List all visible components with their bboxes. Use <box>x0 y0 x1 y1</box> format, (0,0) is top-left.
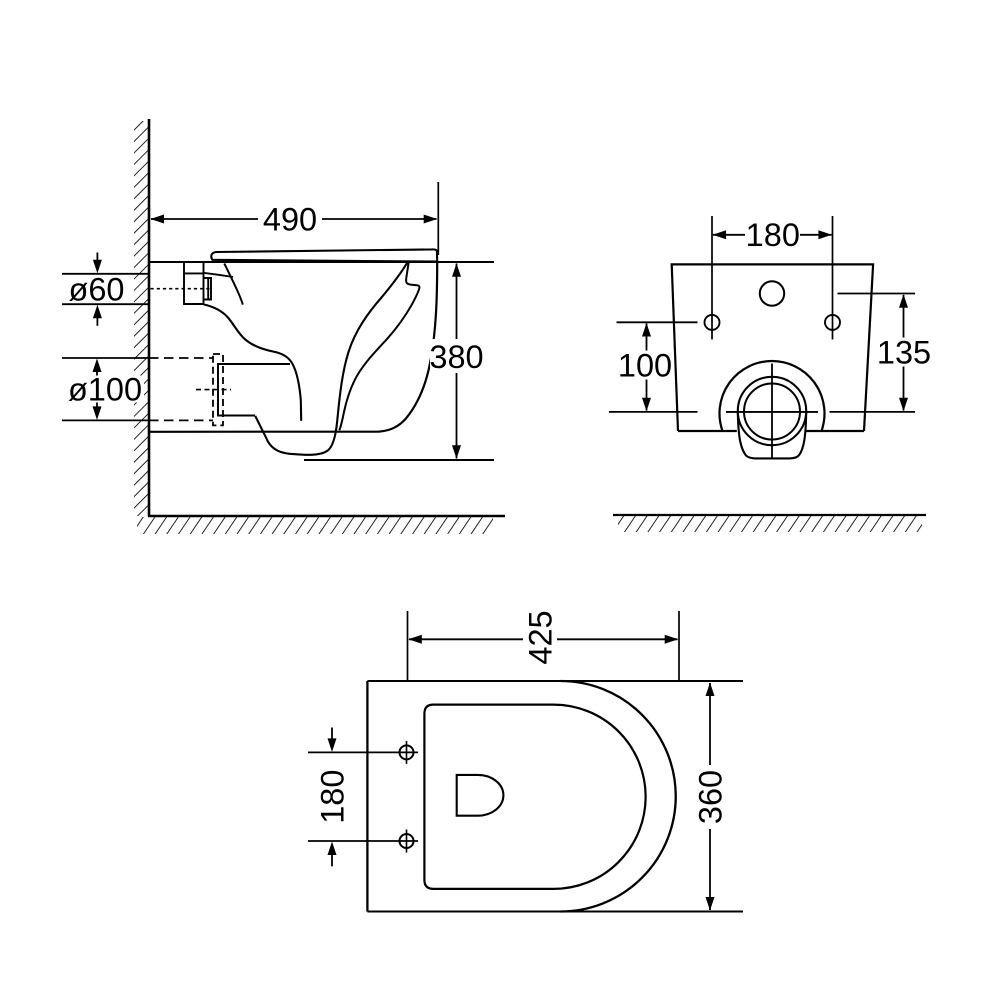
bolt-hole-left <box>703 313 721 331</box>
dim-360: 360 <box>693 682 729 911</box>
dim-425-arrow-left <box>408 634 422 644</box>
mounting-boss <box>183 262 205 305</box>
dim-100-arrow-up <box>92 358 102 372</box>
dim-490: 490 <box>150 182 440 255</box>
dim-100-front-arrow-up <box>642 323 651 337</box>
bowl-funnel-line <box>203 303 303 421</box>
dim-425: 425 <box>406 600 680 681</box>
dim-180-plan-arrow-down <box>327 738 337 752</box>
dim-100-front-arrow-down <box>642 397 651 412</box>
dim-135-front: 135 <box>837 292 931 412</box>
dim-label-180-front: 180 <box>746 217 800 253</box>
dim-180-plan-arrow-up <box>327 841 337 855</box>
label-backdrop <box>66 375 144 403</box>
bowl-back-outline <box>148 260 439 433</box>
bolt-hole-right <box>824 313 841 331</box>
front-view: 180 100 135 <box>609 216 931 532</box>
dim-180-front-arrow-left <box>712 230 727 240</box>
dim-label-100-front: 100 <box>618 347 672 383</box>
dim-label-490: 490 <box>263 201 317 237</box>
side-view: 490 380 ø60 ø100 <box>62 119 505 534</box>
outlet-socket <box>217 363 290 417</box>
dim-180-front: 180 <box>712 217 832 253</box>
dim-360-arrow-up <box>705 682 715 696</box>
label-backdrop <box>616 350 673 380</box>
wall-hatching <box>134 121 148 516</box>
dim-360-arrow-down <box>705 897 715 911</box>
dim-100-arrow-down <box>92 406 102 420</box>
dim-label-425: 425 <box>523 610 559 664</box>
label-backdrop <box>523 600 557 676</box>
dim-label-135-front: 135 <box>877 334 931 370</box>
label-backdrop <box>745 218 800 251</box>
label-backdrop <box>430 339 483 373</box>
dim-100-front: 100 <box>616 321 698 412</box>
outlet-dome <box>718 359 826 432</box>
label-backdrop <box>878 337 930 367</box>
dim-label-180-plan: 180 <box>315 770 351 824</box>
dim-60-arrow-up <box>92 304 102 319</box>
dim-label-60: ø60 <box>68 271 124 307</box>
toilet-lid-profile <box>210 248 439 263</box>
label-backdrop <box>258 202 322 235</box>
dim-380: 380 <box>429 263 484 459</box>
dim-100-side: ø100 <box>62 357 148 422</box>
plan-seat-outline <box>423 703 647 890</box>
dim-380-arrow-down <box>452 445 461 459</box>
outlet-spigot-dashed <box>212 353 224 427</box>
label-backdrop <box>693 765 727 829</box>
floor-hatching-front <box>618 516 922 532</box>
flush-hole <box>758 280 786 307</box>
dim-425-arrow-right <box>664 634 679 644</box>
dim-label-100-side: ø100 <box>68 372 142 408</box>
dim-135-front-arrow-up <box>899 294 908 308</box>
plan-flush-opening <box>455 773 505 817</box>
rim-edge-line-2 <box>223 263 244 305</box>
dim-490-arrow-right <box>423 214 438 224</box>
dim-180-plan: 180 <box>315 727 351 867</box>
plan-outer-outline <box>366 679 677 913</box>
bowl-inner-outline <box>254 262 409 456</box>
dim-135-front-arrow-down <box>899 397 908 412</box>
dim-label-360: 360 <box>693 770 729 824</box>
dim-180-front-arrow-right <box>818 230 832 240</box>
dim-60: ø60 <box>62 252 148 326</box>
plan-view: 180 425 360 <box>308 600 743 913</box>
floor-hatching-side <box>137 517 493 534</box>
dim-380-arrow-up <box>452 263 461 277</box>
dim-label-380: 380 <box>429 339 483 375</box>
dim-490-arrow-left <box>150 214 164 224</box>
front-body-outline <box>670 263 875 432</box>
trap-rim-line <box>338 262 421 431</box>
dim-60-arrow-down <box>92 259 102 274</box>
